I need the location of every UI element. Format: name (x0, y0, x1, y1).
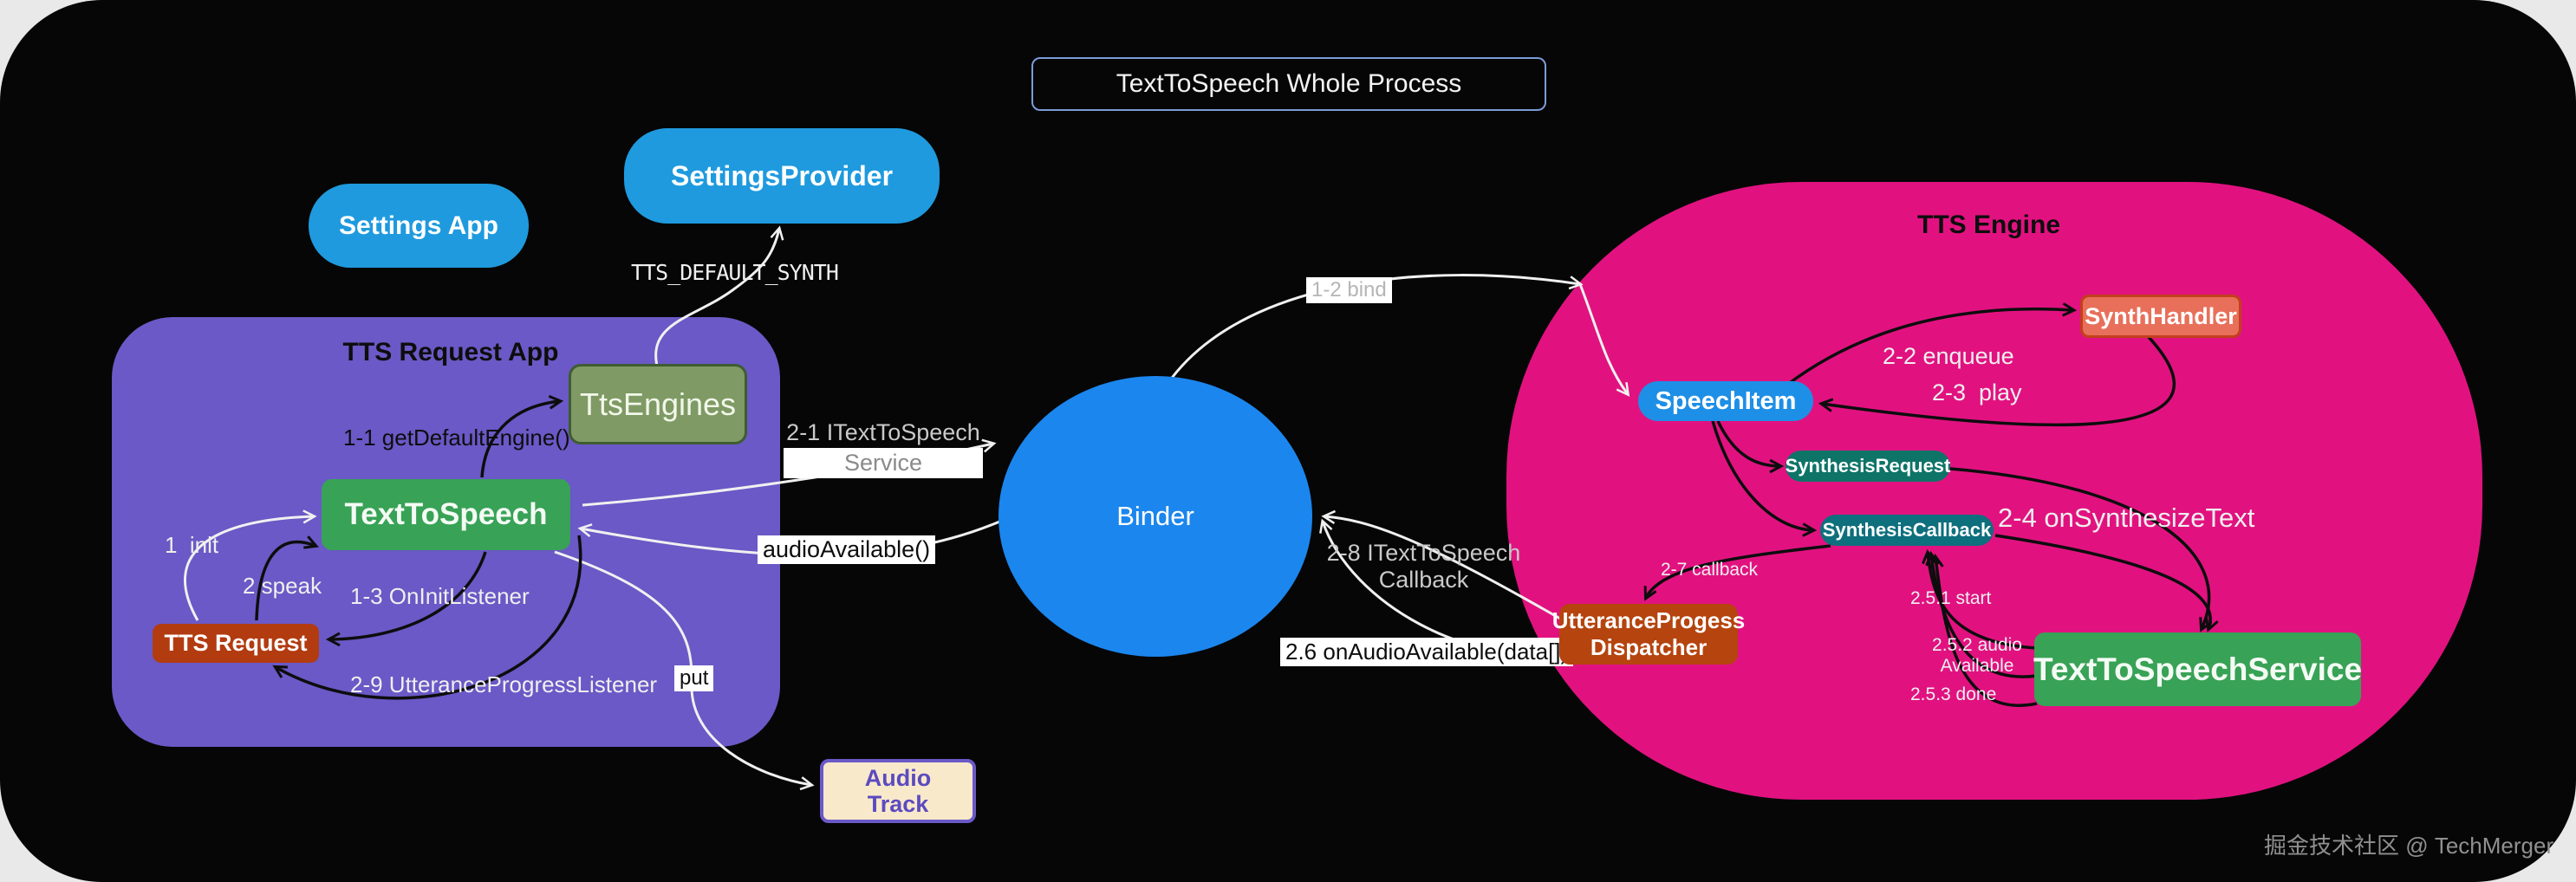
node-text-to-speech-service: TextToSpeechService (2033, 632, 2363, 706)
label-2-5-1-start: 2.5.1 start (1910, 588, 1992, 608)
node-speech-item-label: SpeechItem (1655, 386, 1797, 415)
label-put: put (674, 665, 714, 691)
diagram-title-text: TextToSpeech Whole Process (1116, 69, 1462, 98)
label-1-2-bind: 1-2 bind (1306, 277, 1392, 303)
node-settings-provider: SettingsProvider (624, 128, 940, 224)
node-settings-app: Settings App (309, 184, 529, 268)
node-dispatcher-line2: Dispatcher (1590, 634, 1708, 660)
diagram-title: TextToSpeech Whole Process (1031, 57, 1546, 111)
node-audio-track: Audio Track (820, 759, 976, 823)
container-title-tts-engine: TTS Engine (1917, 211, 2060, 239)
node-tts-engines: TtsEngines (569, 364, 747, 444)
label-1-init: 1 init (165, 532, 219, 558)
label-1-1-getdefaultengine: 1-1 getDefaultEngine() (343, 425, 570, 451)
node-tts-request-label: TTS Request (164, 630, 308, 656)
node-utterance-progress-dispatcher: UtteranceProgess Dispatcher (1552, 604, 1745, 665)
node-dispatcher-label: UtteranceProgess Dispatcher (1552, 607, 1746, 661)
watermark: 掘金技术社区 @ TechMerger (2264, 833, 2554, 859)
label-1-3-oninitlistener: 1-3 OnInitListener (350, 583, 530, 609)
node-settings-app-label: Settings App (339, 211, 498, 240)
node-text-to-speech: TextToSpeech (322, 479, 570, 550)
label-audioavailable: audioAvailable() (758, 535, 936, 564)
label-2-1-line2: Service (784, 448, 983, 478)
label-2-8-line2: Callback (1378, 567, 1469, 593)
node-text-to-speech-label: TextToSpeech (344, 497, 548, 531)
label-2-5-2-audio-available: 2.5.2 audio Available (1929, 635, 2025, 677)
node-dispatcher-line1: UtteranceProgess (1551, 606, 1746, 633)
label-2-8-line1: 2-8 ITextToSpeech (1326, 540, 1521, 566)
label-2-4-onsynthesizetext: 2-4 onSynthesizeText (1998, 503, 2255, 533)
label-2-7-callback: 2-7 callback (1661, 560, 1759, 580)
label-2-6-onaudioavailable: 2.6 onAudioAvailable(data[]) (1280, 638, 1574, 666)
node-text-to-speech-service-label: TextToSpeechService (2033, 651, 2363, 687)
label-2-2-enqueue: 2-2 enqueue (1883, 343, 2014, 369)
node-synthesis-callback-label: SynthesisCallback (1822, 519, 1992, 541)
node-binder: Binder (999, 376, 1312, 657)
label-2-speak: 2 speak (243, 573, 322, 599)
node-synth-handler: SynthHandler (2080, 295, 2241, 338)
container-title-tts-request-app: TTS Request App (342, 338, 559, 366)
node-synthesis-request-label: SynthesisRequest (1785, 455, 1951, 477)
node-audio-track-line2: Track (867, 791, 929, 817)
label-2-1-itexttospeech: 2-1 ITextToSpeech Service (784, 419, 983, 478)
node-audio-track-line1: Audio (864, 764, 932, 791)
label-2-8-itexttospeech-callback: 2-8 ITextToSpeech Callback (1326, 540, 1521, 593)
node-synthesis-request: SynthesisRequest (1786, 451, 1950, 482)
label-2-5-2-line1: 2.5.2 audio (1932, 635, 2022, 655)
container-tts-engine (1506, 182, 2482, 800)
label-2-3-play: 2-3 play (1932, 379, 2022, 405)
node-synthesis-callback: SynthesisCallback (1820, 515, 1994, 546)
node-tts-request: TTS Request (153, 624, 319, 663)
label-2-9-utteranceprogresslistener: 2-9 UtteranceProgressListener (350, 671, 658, 697)
node-audio-track-label: Audio Track (865, 765, 931, 817)
node-speech-item: SpeechItem (1638, 381, 1813, 421)
node-tts-engines-label: TtsEngines (579, 386, 737, 422)
label-2-1-line1: 2-1 ITextToSpeech (786, 419, 980, 445)
node-binder-label: Binder (1116, 501, 1194, 531)
label-2-5-3-done: 2.5.3 done (1910, 684, 1997, 704)
label-tts-default-synth: TTS_DEFAULT_SYNTH (631, 260, 839, 285)
node-synth-handler-label: SynthHandler (2085, 302, 2237, 329)
label-2-5-2-line2: Available (1940, 656, 2014, 676)
node-settings-provider-label: SettingsProvider (670, 159, 894, 191)
